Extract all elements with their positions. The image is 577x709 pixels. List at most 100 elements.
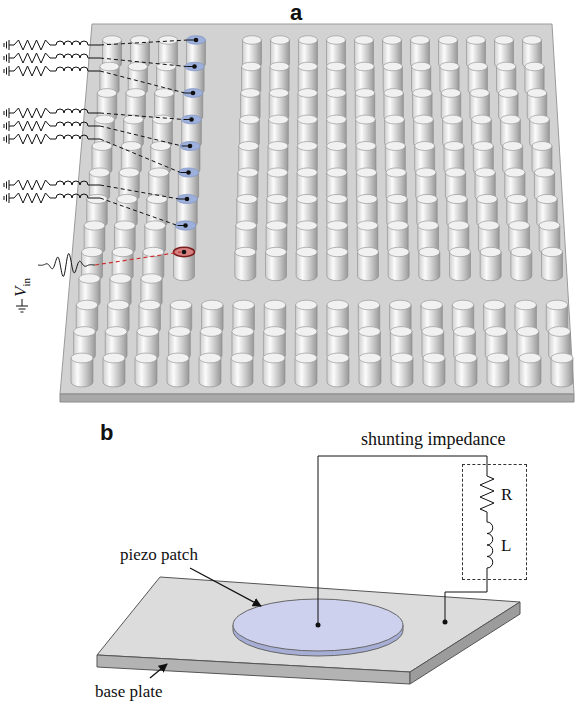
phononic-plate <box>60 24 574 394</box>
shunt-circuit <box>4 193 188 228</box>
shunted-pillar-top <box>177 194 198 203</box>
pillar-top <box>327 221 348 230</box>
pillar <box>358 247 379 280</box>
pillar-top <box>124 115 144 124</box>
pillar <box>167 353 189 387</box>
pillar-top <box>327 115 347 124</box>
source-wire <box>95 252 181 265</box>
pillar-top <box>266 247 287 256</box>
pillar-top <box>525 62 544 71</box>
dashed-wire <box>100 126 182 146</box>
electrode-dot <box>316 623 321 628</box>
component-label: R <box>501 485 512 505</box>
pillar-top <box>119 168 139 177</box>
pillar <box>511 247 532 280</box>
ground-dot <box>443 620 448 625</box>
pillar-top <box>355 89 375 98</box>
base-plate-side <box>410 602 520 684</box>
dashed-wire <box>100 58 187 67</box>
pillar-top <box>388 247 409 256</box>
pillar-top <box>114 221 135 230</box>
pillar-top <box>421 300 443 310</box>
pillar-top <box>356 168 376 177</box>
pillar-top <box>527 89 547 98</box>
pillar <box>487 353 509 387</box>
pillar-top <box>149 168 169 177</box>
part-label: base plate <box>95 682 163 702</box>
leader-arrow <box>150 664 167 678</box>
electrode-dot <box>188 144 193 149</box>
pillar-top <box>200 327 222 337</box>
pillar-top <box>357 221 378 230</box>
pillar-top <box>199 353 221 363</box>
pillar-top <box>235 247 256 256</box>
ground-symbol <box>9 108 10 118</box>
pillar-top <box>159 36 178 45</box>
pillar-top <box>298 115 318 124</box>
pillar-top <box>468 62 487 71</box>
pillar-top <box>505 168 525 177</box>
pillar-top <box>135 353 157 363</box>
pillar-top <box>467 36 486 45</box>
pillar <box>71 353 93 387</box>
shunt-wires <box>4 38 198 277</box>
resistor-inductor-symbol <box>9 40 100 50</box>
ground-symbol <box>4 124 5 128</box>
pillar <box>480 247 501 280</box>
pillar-top <box>503 142 523 151</box>
shunt-circuit <box>4 66 195 95</box>
ground-symbol <box>4 196 5 200</box>
pillar-top <box>443 115 463 124</box>
pillar-top <box>87 194 108 203</box>
electrode-dot <box>186 170 191 175</box>
pillar-top <box>327 89 347 98</box>
ground-symbol <box>6 68 7 75</box>
wire <box>445 578 487 622</box>
shunted-pillar-top <box>182 115 202 124</box>
pillar-top <box>447 194 468 203</box>
dashed-wire <box>100 139 181 173</box>
plate-edge <box>60 394 574 402</box>
ground-symbol <box>6 123 7 130</box>
pillar-top <box>240 115 260 124</box>
dashed-wire <box>100 40 188 45</box>
pillar-top <box>387 194 408 203</box>
pillar-top <box>131 36 150 45</box>
electrode-dot <box>192 64 197 69</box>
pillar-top <box>264 327 286 337</box>
pillar-top <box>74 327 96 337</box>
pillar <box>103 353 125 387</box>
resistor-inductor-symbol <box>9 193 100 203</box>
input-signal <box>38 254 95 277</box>
pillar-top <box>495 36 514 45</box>
pillar <box>263 353 285 387</box>
ground-symbol <box>9 53 10 63</box>
pillar-top <box>296 221 317 230</box>
ground-symbol <box>4 111 5 115</box>
pillar-top <box>487 353 509 363</box>
pillar-top <box>497 62 516 71</box>
pillar-top <box>530 115 550 124</box>
shunted-pillar-top <box>178 168 198 177</box>
pillar <box>135 353 157 387</box>
ground-symbol <box>6 136 7 143</box>
pillar-top <box>95 115 115 124</box>
pillar-top <box>359 353 381 363</box>
pillar <box>419 247 440 280</box>
pillar-top <box>515 300 537 310</box>
ground-symbol <box>9 66 10 76</box>
signal-name: V <box>11 287 30 297</box>
ground-symbol <box>16 306 28 307</box>
pillar <box>295 353 317 387</box>
electrode-dot <box>191 91 196 96</box>
pillar-top <box>532 142 552 151</box>
pillar <box>450 247 471 280</box>
pillar-top <box>327 327 349 337</box>
shunt-circuit <box>4 121 192 148</box>
component-label: L <box>501 536 511 556</box>
pillar-top <box>141 274 162 284</box>
pillar-top <box>383 36 402 45</box>
